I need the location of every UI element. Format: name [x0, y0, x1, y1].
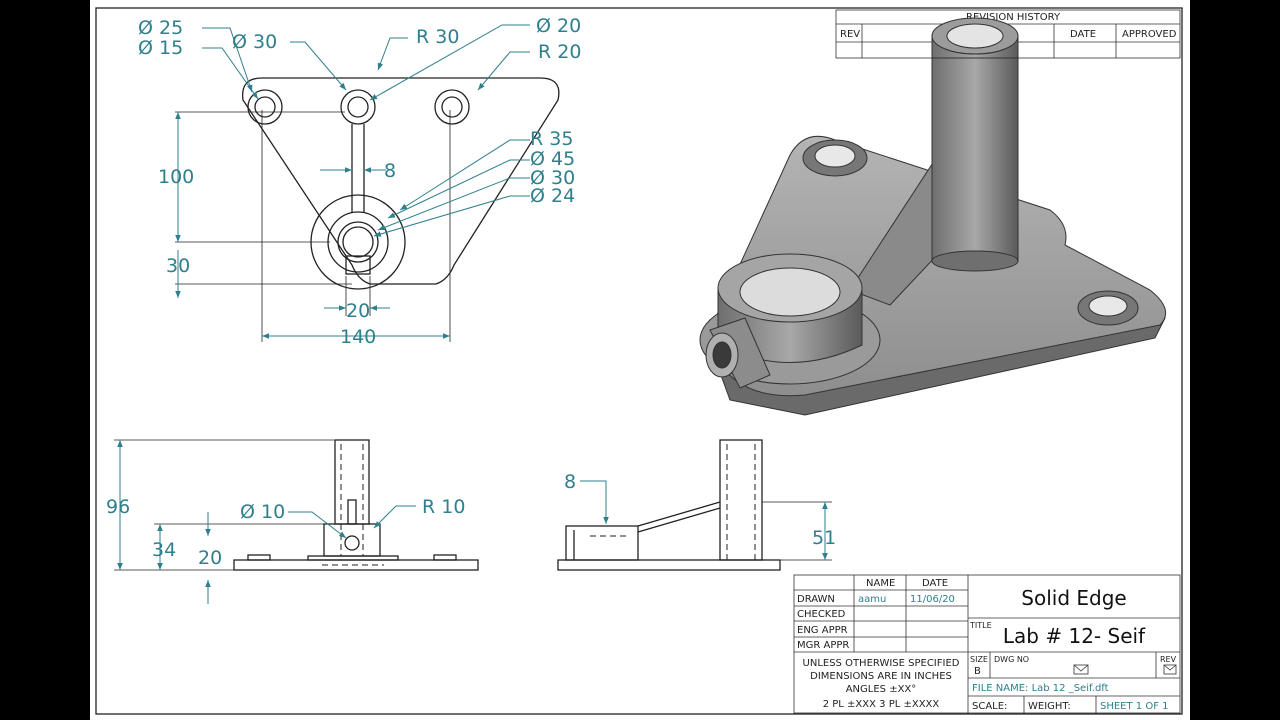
- dim-rib-8: 8: [384, 160, 396, 182]
- weight-label: WEIGHT:: [1028, 701, 1071, 712]
- note-line-3: ANGLES ±XX°: [846, 684, 917, 695]
- side-base-plate: [557, 559, 781, 571]
- revision-col-rev: REV: [840, 29, 860, 40]
- file-name: FILE NAME: Lab 12 _Seif.dft: [972, 683, 1109, 694]
- title-block: NAME DATE DRAWN aamu 11/06/20 CHECKED EN…: [793, 574, 1181, 714]
- hole-left-inner: [254, 96, 276, 118]
- dim-dia-15: Ø 15: [138, 37, 183, 59]
- iso-tube: [931, 34, 1019, 262]
- dim-r-20: R 20: [538, 41, 581, 63]
- dim-r-30: R 30: [416, 26, 459, 48]
- hole-right-outer: [434, 89, 470, 125]
- hole-left-outer: [247, 89, 283, 125]
- side-view: 8 51: [557, 439, 836, 571]
- front-boss: [323, 523, 381, 557]
- dim-height-34: 34: [152, 539, 176, 561]
- row-drawn-date: 11/06/20: [910, 594, 955, 605]
- dim-dia-30: Ø 30: [530, 167, 575, 189]
- sheet-number: SHEET 1 OF 1: [1100, 701, 1169, 712]
- dim-dia-25: Ø 25: [138, 17, 183, 39]
- dim-dia-10: Ø 10: [240, 501, 285, 523]
- front-view: 96 34 20 Ø 10 R 10: [106, 439, 479, 604]
- title-label: TITLE: [969, 621, 992, 630]
- revision-col-date: DATE: [1070, 29, 1096, 40]
- dim-r-35: R 35: [530, 128, 573, 150]
- hole-right-inner: [441, 96, 463, 118]
- dim-height-30: 30: [166, 255, 190, 277]
- dim-height-100: 100: [158, 166, 194, 188]
- dim-width-20: 20: [346, 300, 370, 322]
- drawing-title: Lab # 12- Seif: [1003, 624, 1146, 648]
- title-col-name: NAME: [866, 578, 895, 589]
- dim-height-96: 96: [106, 496, 130, 518]
- dim-r-10: R 10: [422, 496, 465, 518]
- note-line-4: 2 PL ±XXX 3 PL ±XXXX: [823, 699, 940, 710]
- side-tube: [719, 439, 763, 561]
- drawing-sheet: Ø 25 Ø 15 Ø 30 R 30 Ø 20 R 20 R 35 Ø 45 …: [90, 0, 1190, 720]
- row-mgr-appr-label: MGR APPR: [797, 640, 849, 651]
- note-line-2: DIMENSIONS ARE IN INCHES: [810, 671, 952, 682]
- dim-dia-24: Ø 24: [530, 185, 575, 207]
- dim-height-20: 20: [198, 547, 222, 569]
- row-drawn-label: DRAWN: [797, 594, 835, 605]
- dim-width-140: 140: [340, 326, 376, 348]
- hole-mid-outer: [340, 89, 376, 125]
- size-label: SIZE: [970, 655, 988, 664]
- dim-dia-45: Ø 45: [530, 148, 575, 170]
- revision-heading: REVISION HISTORY: [966, 12, 1061, 23]
- envelope-icon-rev: [1163, 664, 1177, 675]
- drawing-canvas: Ø 25 Ø 15 Ø 30 R 30 Ø 20 R 20 R 35 Ø 45 …: [95, 7, 1183, 715]
- envelope-icon: [1073, 664, 1089, 675]
- title-col-date: DATE: [922, 578, 948, 589]
- company-name: Solid Edge: [1021, 586, 1126, 610]
- dwg-no-label: DWG NO: [994, 655, 1029, 664]
- sheet-border: [95, 7, 1183, 715]
- hole-mid-inner: [347, 96, 369, 118]
- revision-col-approved: APPROVED: [1122, 29, 1177, 40]
- scale-label: SCALE:: [972, 701, 1007, 712]
- row-eng-appr-label: ENG APPR: [797, 625, 848, 636]
- top-view-outline: [241, 77, 560, 285]
- dim-thickness-8: 8: [564, 471, 576, 493]
- rev-label: REV: [1160, 655, 1177, 664]
- side-boss: [565, 525, 639, 561]
- boss-bore-circle: [337, 221, 379, 263]
- dim-dia-20: Ø 20: [536, 15, 581, 37]
- size-value: B: [974, 666, 981, 677]
- isometric-view: [699, 17, 1167, 416]
- top-view: Ø 25 Ø 15 Ø 30 R 30 Ø 20 R 20 R 35 Ø 45 …: [138, 15, 581, 348]
- front-tube: [334, 439, 370, 525]
- row-drawn-name: aamu: [858, 594, 886, 605]
- dim-height-51: 51: [812, 527, 836, 549]
- dim-dia-30-left: Ø 30: [232, 31, 277, 53]
- note-line-1: UNLESS OTHERWISE SPECIFIED: [803, 658, 960, 669]
- row-checked-label: CHECKED: [797, 609, 846, 620]
